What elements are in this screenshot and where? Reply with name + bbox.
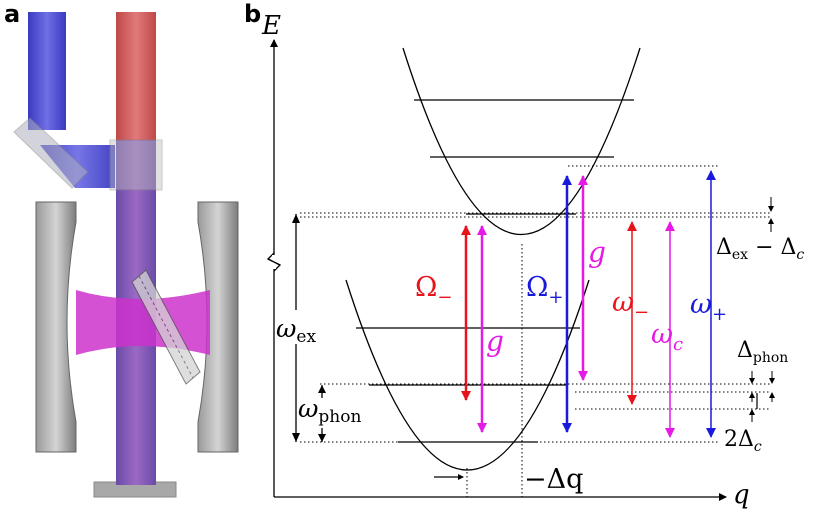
energy-axis-label: E	[261, 11, 281, 41]
blue-beam-vertical	[28, 12, 66, 130]
mirror-left	[13, 117, 89, 189]
beam-combiner	[109, 139, 163, 191]
omega-ex-label: ωex	[276, 314, 316, 347]
panel-b-energy-diagram: b E q	[244, 0, 804, 510]
omega-ex-bracket	[292, 214, 300, 442]
exciton-dispersion	[402, 47, 641, 235]
panel-b-letter: b	[244, 0, 261, 28]
omega-c-label: ωc	[651, 319, 683, 355]
cavity-mirror-left	[35, 201, 77, 453]
delta-phon-label: Δphon	[737, 338, 788, 366]
sample-membrane	[131, 269, 201, 385]
delta-q-label: −Δq	[524, 464, 583, 495]
panel-a-letter: a	[4, 0, 20, 28]
Omega-minus-label: Ω−	[415, 272, 452, 308]
Omega-plus-label: Ω+	[526, 272, 563, 308]
panel-a-setup-illustration: a	[4, 0, 239, 498]
g-label-right: g	[588, 236, 606, 269]
ground-dispersion	[345, 279, 590, 471]
dotted-guides	[300, 165, 770, 497]
two-delta-c-label: 2Δc	[724, 427, 762, 455]
omega-plus-label: ω+	[690, 289, 727, 325]
omega-phon-bracket	[318, 385, 326, 442]
red-beam-vertical	[116, 12, 156, 142]
omega-phon-label: ωphon	[298, 394, 361, 427]
momentum-axis-label: q	[733, 480, 750, 510]
omega-minus-label: ω−	[612, 287, 649, 323]
delta-ex-c-label: Δex − Δc	[716, 235, 804, 263]
g-label-left: g	[486, 325, 504, 358]
delta-phon-arrows	[749, 371, 775, 422]
